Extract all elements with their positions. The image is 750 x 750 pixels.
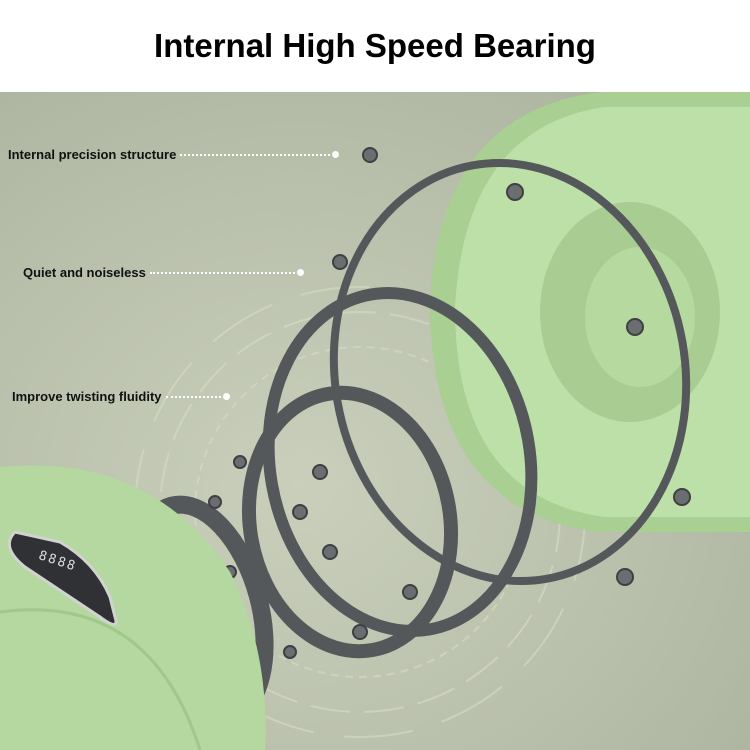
callout-leader-line — [165, 395, 221, 398]
product-image: 8888 Internal precision structure Quiet … — [0, 92, 750, 750]
callout-twisting: Improve twisting fluidity — [12, 389, 230, 404]
bearing-illustration — [0, 92, 750, 750]
callout-leader-line — [149, 271, 295, 274]
callout-dot — [222, 393, 230, 400]
callout-leader-line — [180, 153, 331, 156]
green-top-disc — [430, 92, 750, 532]
page-title: Internal High Speed Bearing — [154, 27, 596, 64]
bearing-balls — [208, 147, 691, 659]
callout-quiet: Quiet and noiseless — [23, 265, 304, 280]
green-base-disc — [0, 465, 266, 750]
callout-dot — [296, 269, 304, 276]
callout-dot — [332, 151, 340, 158]
callout-internal-precision: Internal precision structure — [8, 147, 340, 162]
